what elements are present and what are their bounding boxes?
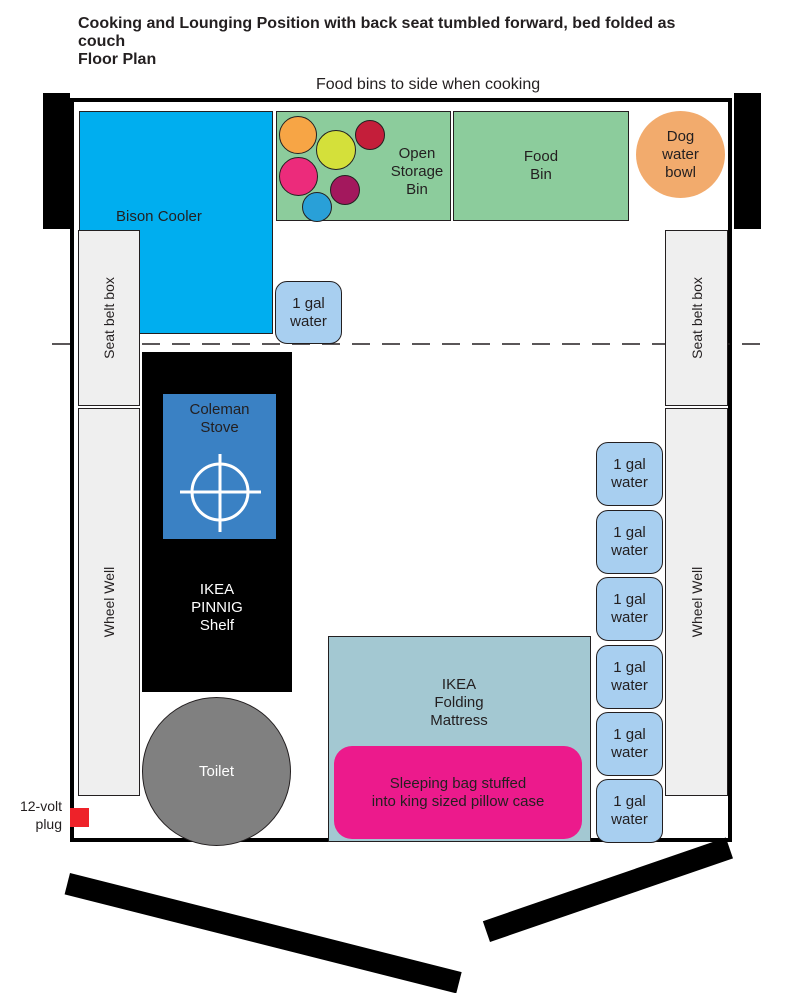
sleeping-bag: Sleeping bag stuffed into king sized pil… <box>334 746 582 839</box>
burner-icon <box>180 454 261 532</box>
wheel-well-left: Wheel Well <box>78 408 140 796</box>
seat-belt-box-right-label: Seat belt box <box>688 277 705 359</box>
top-note: Food bins to side when cooking <box>316 76 541 93</box>
water-jug-4-line1: 1 gal <box>613 591 646 608</box>
dog-bowl-label-line1: Dog <box>666 127 695 145</box>
water-jug-3-line1: 1 gal <box>613 524 646 541</box>
stove-label: Coleman Stove <box>163 401 276 437</box>
seat-belt-box-left-label: Seat belt box <box>101 277 117 359</box>
twelve-volt-plug <box>70 808 89 827</box>
water-jug-5-line1: 1 gal <box>613 659 646 676</box>
water-jug-2-line2: water <box>611 474 648 491</box>
food-bin-label-line2: Bin <box>530 166 552 183</box>
sleeping-bag-label-line2: into king sized pillow case <box>371 792 545 810</box>
open-storage-label-line3: Bin <box>406 181 428 198</box>
water-jug-2-line1: 1 gal <box>613 456 646 473</box>
seat-belt-box-right: Seat belt box <box>665 230 728 406</box>
water-jug-1-line1: 1 gal <box>292 294 325 312</box>
orange-fruit <box>279 116 317 154</box>
wheel-well-right-label: Wheel Well <box>688 566 705 638</box>
shelf-label: IKEA PINNIG Shelf <box>142 581 292 635</box>
plug-label-line2: plug <box>35 816 62 832</box>
water-jug-1-line2: water <box>290 312 327 330</box>
dog-bowl-label-line3: bowl <box>665 163 696 181</box>
mattress-label-line2: Folding <box>434 694 484 711</box>
dog-bowl-label: Dog water bowl <box>662 128 699 182</box>
water-jug-7-line2: water <box>611 811 648 828</box>
dog-water-bowl: Dog water bowl <box>636 111 725 198</box>
plug-label-line1: 12-volt <box>19 798 62 814</box>
food-bin-label: Food Bin <box>524 148 558 184</box>
sleeping-bag-label-line1: Sleeping bag stuffed <box>389 774 527 792</box>
plum-fruit <box>330 175 360 205</box>
toilet: Toilet <box>142 697 291 846</box>
mattress-label-line1: IKEA <box>441 676 477 693</box>
food-bin-label-line1: Food <box>523 148 559 165</box>
sleeping-bag-label: Sleeping bag stuffed into king sized pil… <box>372 775 545 811</box>
stove-label-line2: Stove <box>200 419 239 436</box>
open-storage-label-line1: Open <box>398 145 436 162</box>
toilet-label: Toilet <box>198 762 235 780</box>
cooler-label: Bison Cooler <box>116 208 202 225</box>
water-jug-5-line2: water <box>611 677 648 694</box>
left-front-pillar <box>43 93 70 229</box>
dog-bowl-label-line2: water <box>662 145 699 163</box>
open-storage-label: Open Storage Bin <box>369 145 465 199</box>
yellow-fruit <box>316 130 356 170</box>
stove-label-line1: Coleman <box>189 401 250 418</box>
blue-fruit <box>302 192 332 222</box>
water-jug-7-line1: 1 gal <box>613 793 646 810</box>
water-jug-6-line2: water <box>611 744 648 761</box>
water-jug-6-line1: 1 gal <box>613 726 646 743</box>
shelf-label-line1: IKEA <box>199 581 235 598</box>
mattress-label: IKEA Folding Mattress <box>329 676 589 730</box>
water-jug-3-line2: water <box>611 542 648 559</box>
open-storage-label-line2: Storage <box>390 163 444 180</box>
wheel-well-left-label: Wheel Well <box>101 566 117 638</box>
diagram-title-line-3: Floor Plan <box>78 51 157 68</box>
wheel-well-right: Wheel Well <box>665 408 728 796</box>
shelf-label-line3: Shelf <box>199 617 235 634</box>
right-front-pillar <box>734 93 761 229</box>
coleman-stove: Coleman Stove <box>163 394 276 539</box>
plug-label: 12-volt plug <box>4 797 62 833</box>
diagram-title-line-2: couch <box>78 33 126 50</box>
pink-fruit <box>279 157 318 196</box>
seat-belt-box-left: Seat belt box <box>78 230 140 406</box>
red-fruit <box>355 120 385 150</box>
shelf-label-line2: PINNIG <box>191 599 243 616</box>
water-jug-4-line2: water <box>611 609 648 626</box>
food-bin: Food Bin <box>453 111 629 221</box>
diagram-title-line-1: Cooking and Lounging Position with back … <box>78 15 676 32</box>
mattress-label-line3: Mattress <box>430 712 488 729</box>
